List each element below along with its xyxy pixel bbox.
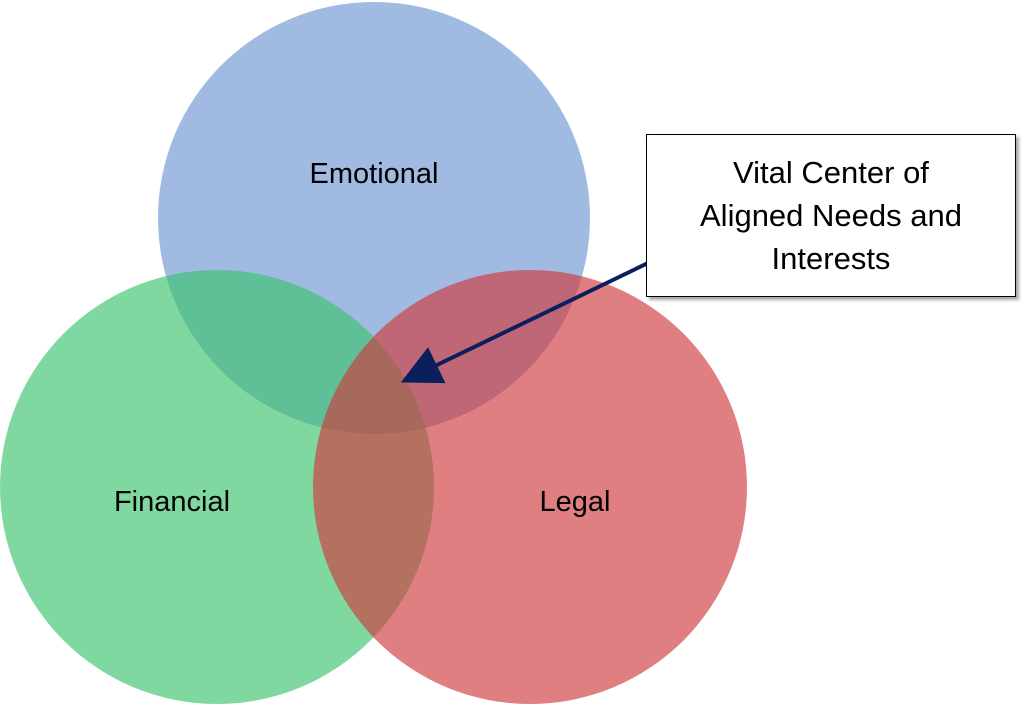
circle-label-emotional: Emotional — [310, 158, 439, 190]
callout-line-3: Interests — [771, 241, 891, 276]
callout-line-2: Aligned Needs and — [700, 198, 962, 233]
circle-label-legal: Legal — [540, 486, 611, 518]
circle-label-financial: Financial — [114, 486, 230, 518]
circle-financial — [0, 270, 434, 704]
callout-arrow — [400, 261, 649, 384]
circle-legal — [313, 270, 747, 704]
callout-box: Vital Center of Aligned Needs and Intere… — [646, 134, 1016, 297]
callout-line-1: Vital Center of — [733, 155, 929, 190]
callout-text: Vital Center of Aligned Needs and Intere… — [700, 151, 962, 280]
